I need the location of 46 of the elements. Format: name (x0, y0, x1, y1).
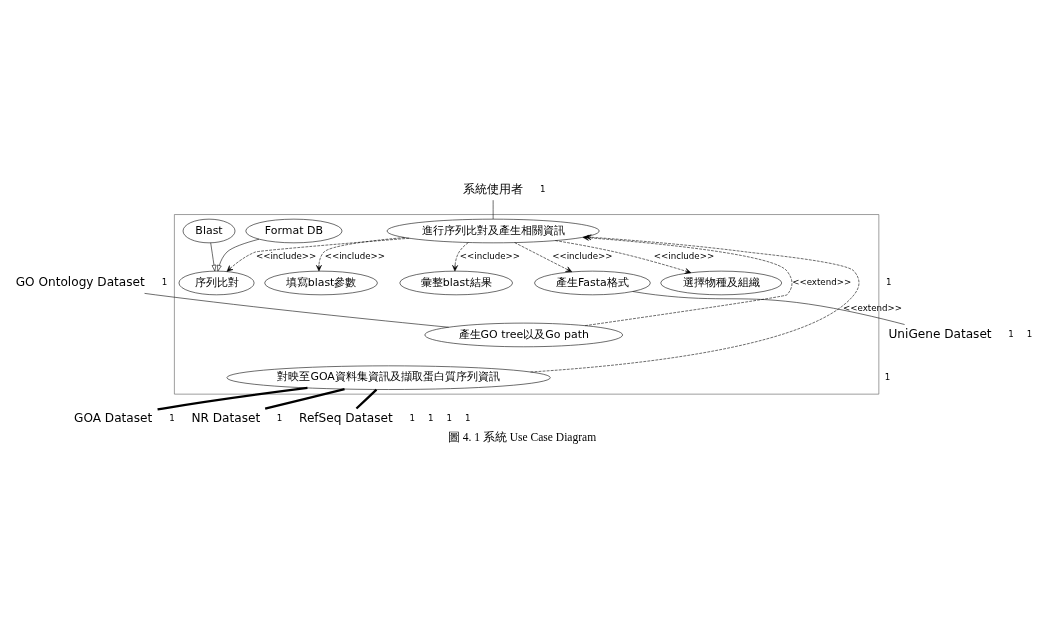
edge-label: <<extend>> (842, 302, 903, 313)
node-ellipse: 產生Fasta格式 (534, 270, 651, 296)
node-ellipse: 對映至GOA資料集資訊及擷取蛋白質序列資訊 (226, 365, 551, 390)
node-ellipse: Blast (182, 218, 236, 244)
label: 1 (428, 412, 434, 423)
node-text: UniGene Dataset (888, 327, 992, 342)
node-ellipse: 彙整blast結果 (399, 270, 513, 296)
label: 1 (540, 183, 546, 194)
connector (157, 386, 308, 411)
node-ellipse: 填寫blast參數 (264, 270, 378, 296)
label: 1 (409, 412, 416, 423)
label: 1 (884, 371, 891, 382)
label: 1 (169, 412, 175, 423)
label: 1 (885, 276, 892, 287)
node-text: GOA Dataset (74, 411, 153, 426)
edge-label: <<extend>> (792, 276, 852, 287)
edge-label: <<include>> (255, 251, 317, 261)
node-text: 系統使用者 (463, 181, 524, 196)
arrow (555, 240, 692, 274)
arrow (217, 238, 260, 272)
label: 1 (1026, 328, 1033, 339)
node-text: RefSeq Dataset (299, 411, 393, 426)
arrow (210, 242, 217, 272)
connector (264, 388, 345, 410)
label: 1 (446, 412, 452, 423)
label: 1 (464, 412, 471, 423)
edge-label: <<include>> (653, 251, 715, 261)
connector (144, 293, 449, 328)
arrow (226, 237, 410, 272)
connector (632, 291, 905, 325)
edge-label: <<include>> (459, 251, 521, 261)
caption: 圖 4. 1 系統 Use Case Diagram (447, 430, 597, 443)
node-text: GO Ontology Dataset (15, 275, 145, 290)
node-ellipse: 產生GO tree以及Go path (424, 322, 623, 348)
node-ellipse: Format DB (245, 218, 343, 244)
label: 1 (1008, 328, 1014, 339)
connector (355, 388, 378, 410)
node-ellipse: 序列比對 (178, 270, 255, 296)
arrow (316, 237, 405, 272)
edge-label: <<include>> (552, 251, 613, 261)
arrow (452, 242, 469, 272)
label: 1 (161, 276, 168, 287)
edge-label: <<include>> (324, 251, 386, 261)
label: 1 (276, 412, 283, 423)
arrow (514, 242, 573, 273)
node-text: NR Dataset (191, 411, 261, 426)
